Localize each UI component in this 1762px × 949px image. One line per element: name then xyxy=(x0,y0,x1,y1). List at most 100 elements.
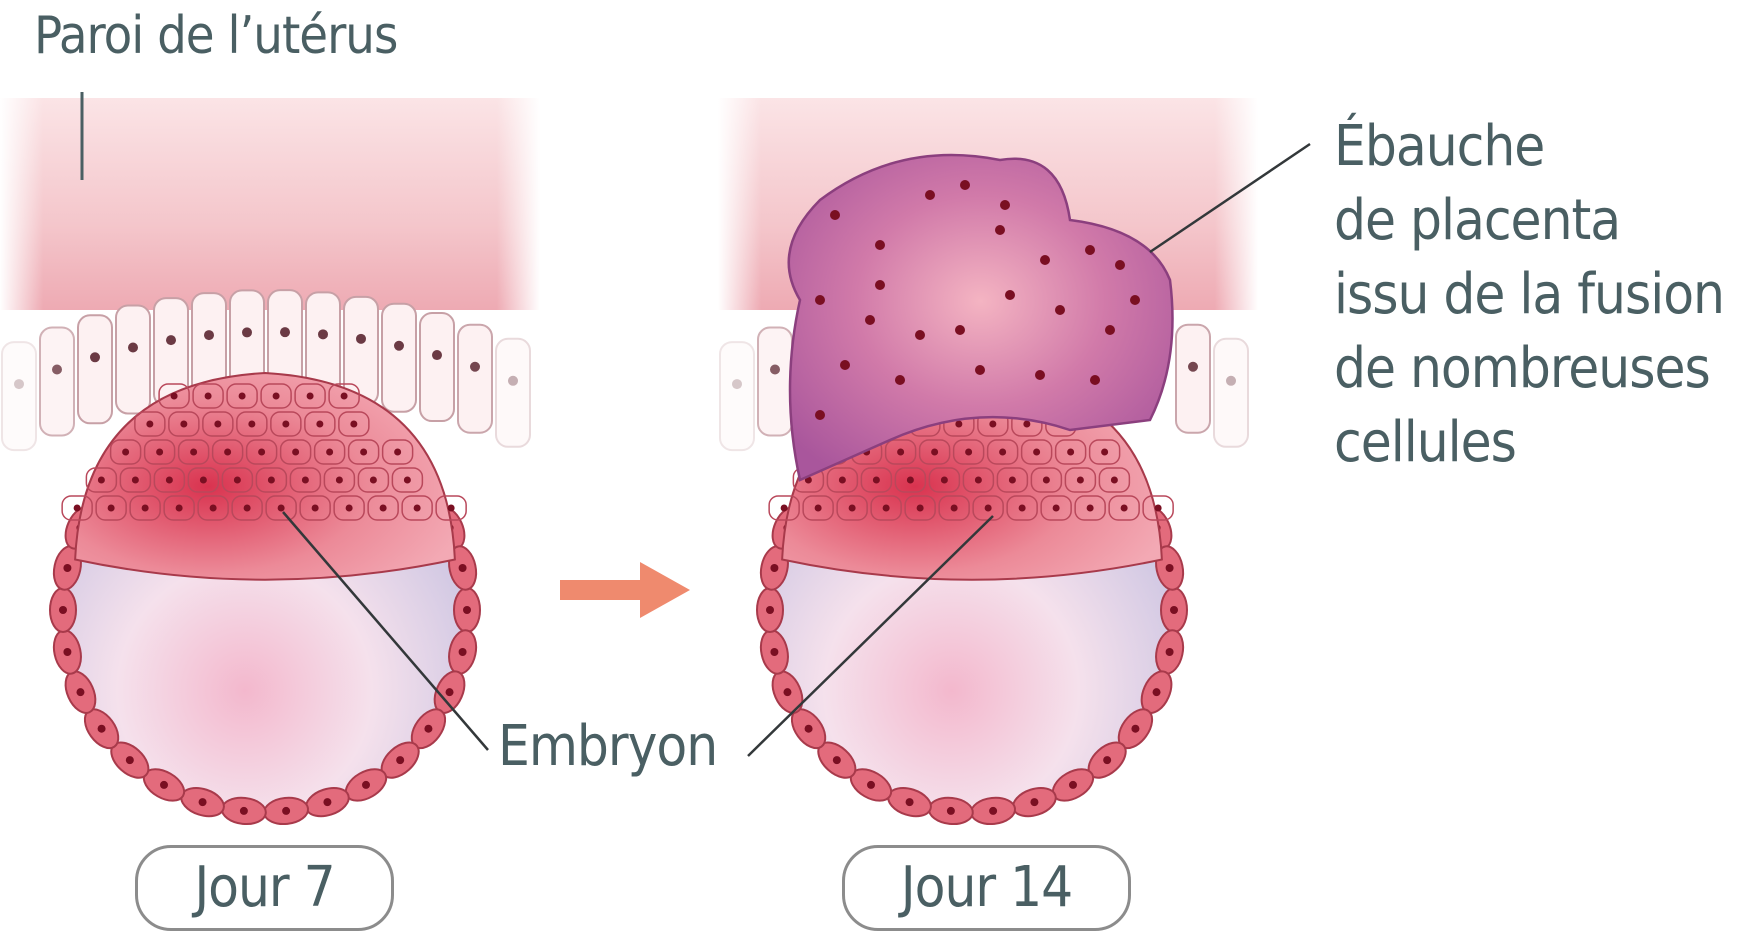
nucleus xyxy=(1101,449,1108,456)
epithelial-cell xyxy=(116,306,150,414)
nucleus xyxy=(234,477,241,484)
nucleus xyxy=(394,449,401,456)
nucleus xyxy=(446,688,454,696)
nucleus xyxy=(1103,756,1111,764)
nucleus xyxy=(999,449,1006,456)
nucleus xyxy=(815,295,825,305)
nucleus xyxy=(180,421,187,428)
nucleus xyxy=(200,477,207,484)
nucleus xyxy=(805,725,813,733)
nucleus xyxy=(1130,295,1140,305)
nucleus xyxy=(424,725,432,733)
nucleus xyxy=(370,477,377,484)
nucleus xyxy=(766,606,774,614)
nucleus xyxy=(459,648,467,656)
embryo-label: Embryon xyxy=(498,714,717,779)
nucleus xyxy=(214,421,221,428)
nucleus xyxy=(326,449,333,456)
nucleus xyxy=(1170,606,1178,614)
nucleus xyxy=(90,352,100,362)
nucleus xyxy=(897,449,904,456)
nucleus xyxy=(98,725,106,733)
epithelial-cell xyxy=(382,304,416,412)
nucleus xyxy=(1188,362,1198,372)
nucleus xyxy=(142,505,149,512)
nucleus xyxy=(470,362,480,372)
nucleus xyxy=(59,606,67,614)
nucleus xyxy=(989,807,997,815)
nucleus xyxy=(278,505,285,512)
nucleus xyxy=(1166,564,1174,572)
nucleus xyxy=(839,477,846,484)
placenta-label-line: Ébauche xyxy=(1334,110,1724,184)
nucleus xyxy=(210,505,217,512)
nucleus xyxy=(346,505,353,512)
nucleus xyxy=(1035,370,1045,380)
nucleus xyxy=(1033,449,1040,456)
nucleus xyxy=(323,798,331,806)
stage-label-day7: Jour 7 xyxy=(135,845,394,931)
nucleus xyxy=(875,280,885,290)
nucleus xyxy=(815,410,825,420)
nucleus xyxy=(394,341,404,351)
nucleus xyxy=(362,781,370,789)
nucleus xyxy=(985,505,992,512)
nucleus xyxy=(1019,505,1026,512)
nucleus xyxy=(448,505,455,512)
epithelial-cell xyxy=(420,313,454,421)
epithelial-cell xyxy=(40,327,74,435)
nucleus xyxy=(1077,477,1084,484)
nucleus xyxy=(1005,290,1015,300)
nucleus xyxy=(108,505,115,512)
nucleus xyxy=(849,505,856,512)
placenta-label-line: issu de la fusion xyxy=(1334,258,1724,332)
epithelial-cell xyxy=(458,325,492,433)
progression-arrow xyxy=(560,562,690,618)
nucleus xyxy=(815,505,822,512)
nucleus xyxy=(280,327,290,337)
nucleus xyxy=(975,477,982,484)
uterus-wall-label: Paroi de l’utérus xyxy=(34,6,397,66)
nucleus xyxy=(350,421,357,428)
nucleus xyxy=(1030,798,1038,806)
epithelial-cell xyxy=(344,297,378,405)
nucleus xyxy=(199,798,207,806)
nucleus xyxy=(292,449,299,456)
nucleus xyxy=(224,449,231,456)
nucleus xyxy=(318,329,328,339)
nucleus xyxy=(917,505,924,512)
nucleus xyxy=(883,505,890,512)
nucleus xyxy=(1055,305,1065,315)
epithelial-cell xyxy=(758,327,792,435)
nucleus xyxy=(380,505,387,512)
nucleus xyxy=(76,688,84,696)
nucleus xyxy=(459,564,467,572)
nucleus xyxy=(98,477,105,484)
nucleus xyxy=(1009,477,1016,484)
nucleus xyxy=(312,505,319,512)
placenta-label-line: de nombreuses xyxy=(1334,332,1724,406)
nucleus xyxy=(122,449,129,456)
nucleus xyxy=(128,343,138,353)
placenta-label-line: de placenta xyxy=(1334,184,1724,258)
nucleus xyxy=(1226,376,1236,386)
nucleus xyxy=(356,334,366,344)
nucleus xyxy=(951,505,958,512)
nucleus xyxy=(895,375,905,385)
nucleus xyxy=(1053,505,1060,512)
nucleus xyxy=(166,477,173,484)
epithelial-cell xyxy=(78,315,112,423)
placenta-label: Ébauche de placenta issu de la fusion de… xyxy=(1334,110,1724,480)
nucleus xyxy=(282,807,290,815)
nucleus xyxy=(1131,725,1139,733)
nucleus xyxy=(404,477,411,484)
nucleus xyxy=(341,393,348,400)
nucleus xyxy=(830,210,840,220)
nucleus xyxy=(146,421,153,428)
nucleus xyxy=(1115,260,1125,270)
nucleus xyxy=(258,449,265,456)
nucleus xyxy=(840,360,850,370)
panel-day7 xyxy=(0,98,568,826)
nucleus xyxy=(770,648,778,656)
